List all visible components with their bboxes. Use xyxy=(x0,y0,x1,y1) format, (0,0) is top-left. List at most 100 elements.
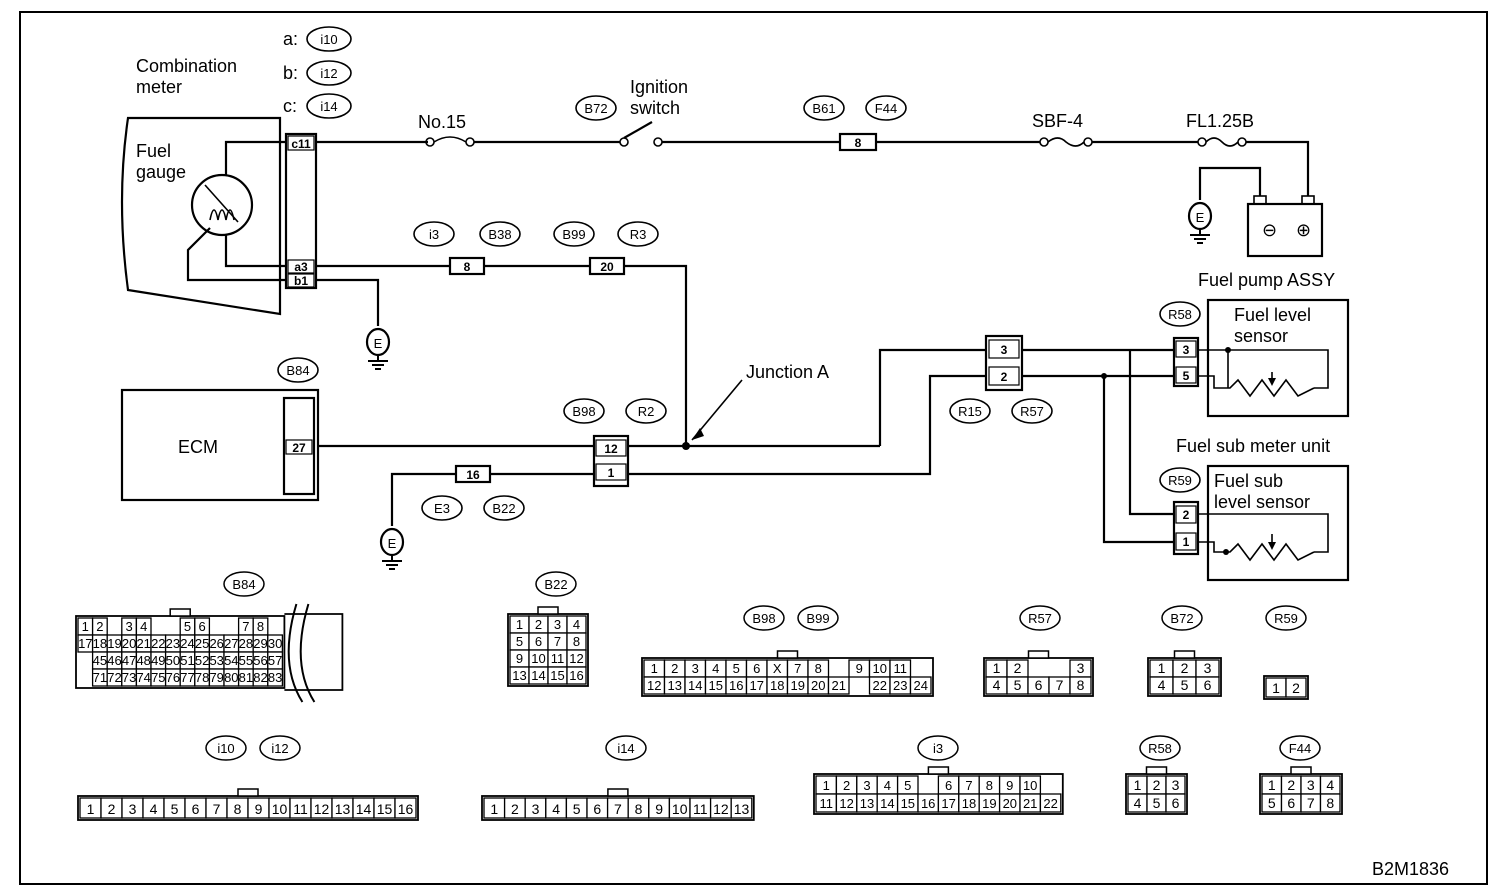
pin-number: 6 xyxy=(192,801,200,817)
bubble-R58: R58 xyxy=(1139,735,1181,761)
pin-number: 12 xyxy=(314,801,330,817)
pin-number: 21 xyxy=(136,636,150,651)
pin-number: 1 xyxy=(516,617,523,632)
pin-number: 1 xyxy=(1268,777,1276,793)
svg-text:R58: R58 xyxy=(1168,307,1192,322)
bubble-R59 xyxy=(1159,467,1201,493)
fuel-sub-level-sensor-label-2: level sensor xyxy=(1214,492,1310,512)
pin-number: 9 xyxy=(1006,778,1013,793)
pin-number: 13 xyxy=(668,678,682,693)
bubble-F44: F44 xyxy=(1279,735,1321,761)
pin-number: 8 xyxy=(234,801,242,817)
meter-pin-c11: c11 xyxy=(291,137,311,151)
pin-number: 15 xyxy=(550,668,564,683)
pin-number: 78 xyxy=(195,670,209,685)
svg-text:R15: R15 xyxy=(958,404,982,419)
fuse-sbf4-label: SBF-4 xyxy=(1032,111,1083,131)
pin-number: 21 xyxy=(832,678,846,693)
pin-number: 57 xyxy=(268,653,282,668)
pin-number: 3 xyxy=(1307,777,1315,793)
pin-number: 5 xyxy=(1268,795,1276,811)
bubble-E3 xyxy=(421,495,463,521)
pin-number: 4 xyxy=(552,801,560,817)
svg-text:i3: i3 xyxy=(429,227,439,242)
svg-text:12: 12 xyxy=(604,442,618,456)
bubble-i3: i3 xyxy=(917,735,959,761)
pin-number: 8 xyxy=(986,778,993,793)
pin-number: 5 xyxy=(1181,677,1189,693)
pin-number: 18 xyxy=(962,796,976,811)
svg-text:i10: i10 xyxy=(217,741,234,756)
pin-number: 7 xyxy=(554,634,561,649)
ignition-switch-label-1: Ignition xyxy=(630,77,688,97)
combination-meter-label-1: Combination xyxy=(136,56,237,76)
svg-text:8: 8 xyxy=(464,260,471,274)
battery-positive: ⊕ xyxy=(1296,220,1311,240)
fuel-level-sensor-label-2: sensor xyxy=(1234,326,1288,346)
pin-number: 9 xyxy=(856,661,863,676)
fuel-gauge-icon xyxy=(190,173,254,237)
pin-number: 20 xyxy=(811,678,825,693)
pin-number: 12 xyxy=(569,651,583,666)
pin-number: 8 xyxy=(1326,795,1334,811)
pin-number: 2 xyxy=(1292,680,1300,696)
pin-number: 19 xyxy=(982,796,996,811)
pin-number: 51 xyxy=(180,653,194,668)
pin-number: 53 xyxy=(209,653,223,668)
svg-text:F44: F44 xyxy=(1289,741,1311,756)
pin-number: 2 xyxy=(843,778,850,793)
fuel-sub-level-sensor-box xyxy=(1206,464,1350,582)
pin-number: 71 xyxy=(93,670,107,685)
pin-cell xyxy=(730,797,753,819)
bubble-i10: i10 xyxy=(205,735,247,761)
pin-number: 13 xyxy=(335,801,351,817)
svg-text:i12: i12 xyxy=(271,741,288,756)
pin-number: 4 xyxy=(140,619,147,634)
bubble-B72 xyxy=(575,95,617,121)
pin-number: 9 xyxy=(255,801,263,817)
bubble-i3 xyxy=(413,221,455,247)
pin-number: 45 xyxy=(93,653,107,668)
pin-number: 20 xyxy=(122,636,136,651)
pin-number: 50 xyxy=(166,653,180,668)
pin-number: 1 xyxy=(490,801,498,817)
pin-number: 2 xyxy=(108,801,116,817)
pin-number: 52 xyxy=(195,653,209,668)
pin-number: 23 xyxy=(166,636,180,651)
pin-cell xyxy=(566,666,587,685)
pin-number: 76 xyxy=(166,670,180,685)
pin-number: 15 xyxy=(709,678,723,693)
pin-number: 24 xyxy=(180,636,194,651)
fuel-sub-meter-unit: Fuel sub meter unit R59 2 1 Fuel sub lev… xyxy=(1159,436,1350,582)
diagram-frame xyxy=(19,11,1488,885)
junction-a-dot xyxy=(682,442,690,450)
fuel-level-sensor-box xyxy=(1206,298,1350,418)
pin-number: 14 xyxy=(880,796,894,811)
bubble-R57: R57 xyxy=(1019,605,1061,631)
pin-cell xyxy=(909,676,932,695)
svg-text:E: E xyxy=(374,336,383,351)
svg-text:B22: B22 xyxy=(544,577,567,592)
combination-meter: Combination meter Fuel gauge c11 a3 b1 a… xyxy=(120,26,352,316)
svg-text:B98: B98 xyxy=(572,404,595,419)
pin-number: 2 xyxy=(1287,777,1295,793)
pin-number: 3 xyxy=(129,801,137,817)
svg-text:16: 16 xyxy=(466,468,480,482)
svg-text:i12: i12 xyxy=(320,66,337,81)
pin-number: 17 xyxy=(941,796,955,811)
pin-number: 19 xyxy=(107,636,121,651)
pin-number: 5 xyxy=(184,619,191,634)
pin-number: 5 xyxy=(904,778,911,793)
pin-number: 21 xyxy=(1023,796,1037,811)
pin-number: 13 xyxy=(734,801,750,817)
pin-number: 8 xyxy=(815,661,822,676)
connector-R59 xyxy=(1172,500,1200,556)
bubble-R2 xyxy=(625,398,667,424)
